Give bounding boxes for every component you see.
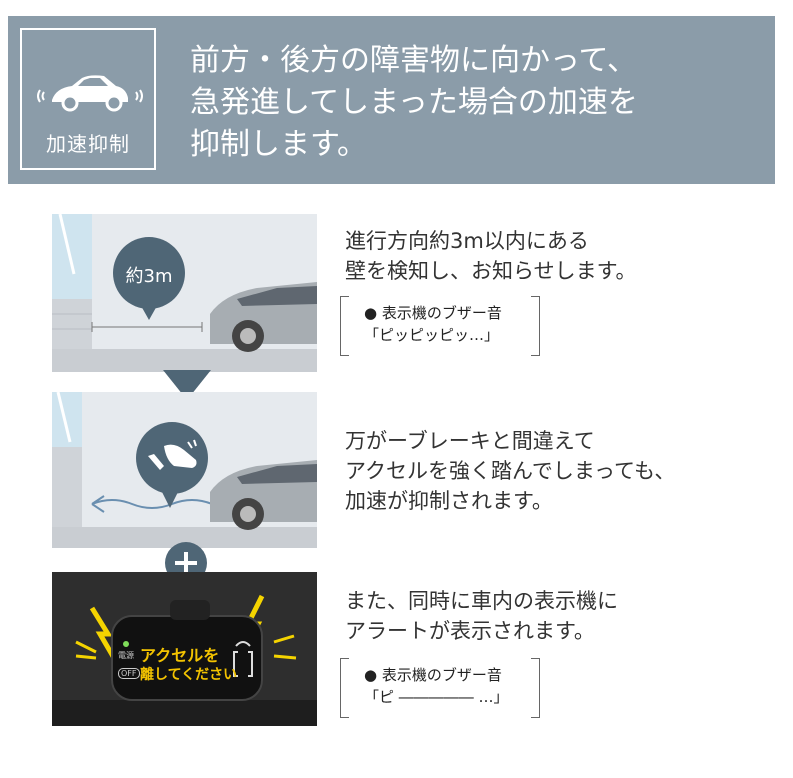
car-sensor-icon — [37, 75, 143, 112]
scene-detection: 約3m — [52, 214, 317, 372]
scene-suppression — [52, 392, 317, 548]
bracket-right — [531, 296, 540, 356]
scene-display-alert: 電源 OFF アクセルを 離してください — [52, 572, 317, 726]
headline: 前方・後方の障害物に向かって、 急発進してしまった場合の加速を 抑制します。 — [190, 40, 750, 166]
note-title: ● 表示機のブザー音 — [364, 666, 502, 684]
headline-line: 前方・後方の障害物に向かって、 — [190, 43, 637, 78]
step2-description: 万がーブレーキと間違えて アクセルを強く踏んでしまっても、 加速が抑制されます。 — [345, 426, 675, 516]
note-title: ● 表示機のブザー音 — [364, 304, 502, 322]
bracket-left — [340, 296, 349, 356]
feature-badge: 加速抑制 — [20, 28, 156, 170]
description-line: また、同時に車内の表示機に — [345, 589, 618, 613]
bracket-left — [340, 658, 349, 718]
description-line: 加速が抑制されます。 — [345, 489, 553, 513]
off-label: OFF — [118, 668, 140, 679]
badge-label: 加速抑制 — [46, 132, 130, 156]
description-line: 進行方向約3m以内にある — [345, 229, 589, 253]
headline-line: 急発進してしまった場合の加速を — [190, 85, 638, 120]
buzzer-note-1: ● 表示機のブザー音 「ピッピッピッ…」 — [340, 296, 540, 356]
header-banner: 加速抑制 前方・後方の障害物に向かって、 急発進してしまった場合の加速を 抑制し… — [8, 16, 775, 184]
note-sound: 「ピ ――――― …」 — [364, 688, 509, 706]
display-text-line1: アクセルを — [140, 646, 220, 665]
wifi-icon — [235, 641, 251, 647]
shoe-pedal-icon — [148, 439, 197, 470]
power-label: 電源 — [118, 651, 134, 660]
lightning-icon — [89, 606, 117, 660]
display-text-line2: 離してください — [140, 667, 238, 683]
distance-label: 約3m — [125, 266, 173, 287]
description-line: 壁を検知し、お知らせします。 — [345, 259, 637, 283]
step1-description: 進行方向約3m以内にある 壁を検知し、お知らせします。 — [345, 226, 636, 286]
headline-line: 抑制します。 — [190, 127, 367, 162]
down-arrow-icon — [163, 370, 211, 400]
description-line: アクセルを強く踏んでしまっても、 — [345, 459, 676, 483]
description-line: 万がーブレーキと間違えて — [345, 429, 595, 453]
distance-bubble-icon — [113, 237, 185, 320]
wave-arrow-icon — [91, 495, 213, 513]
bracket-right — [531, 658, 540, 718]
step3-description: また、同時に車内の表示機に アラートが表示されます。 — [345, 586, 618, 646]
wall — [52, 299, 92, 349]
window-glass — [52, 214, 92, 299]
note-sound: 「ピッピッピッ…」 — [364, 326, 500, 344]
buzzer-note-2: ● 表示機のブザー音 「ピ ――――― …」 — [340, 658, 540, 718]
description-line: アラートが表示されます。 — [345, 619, 595, 643]
